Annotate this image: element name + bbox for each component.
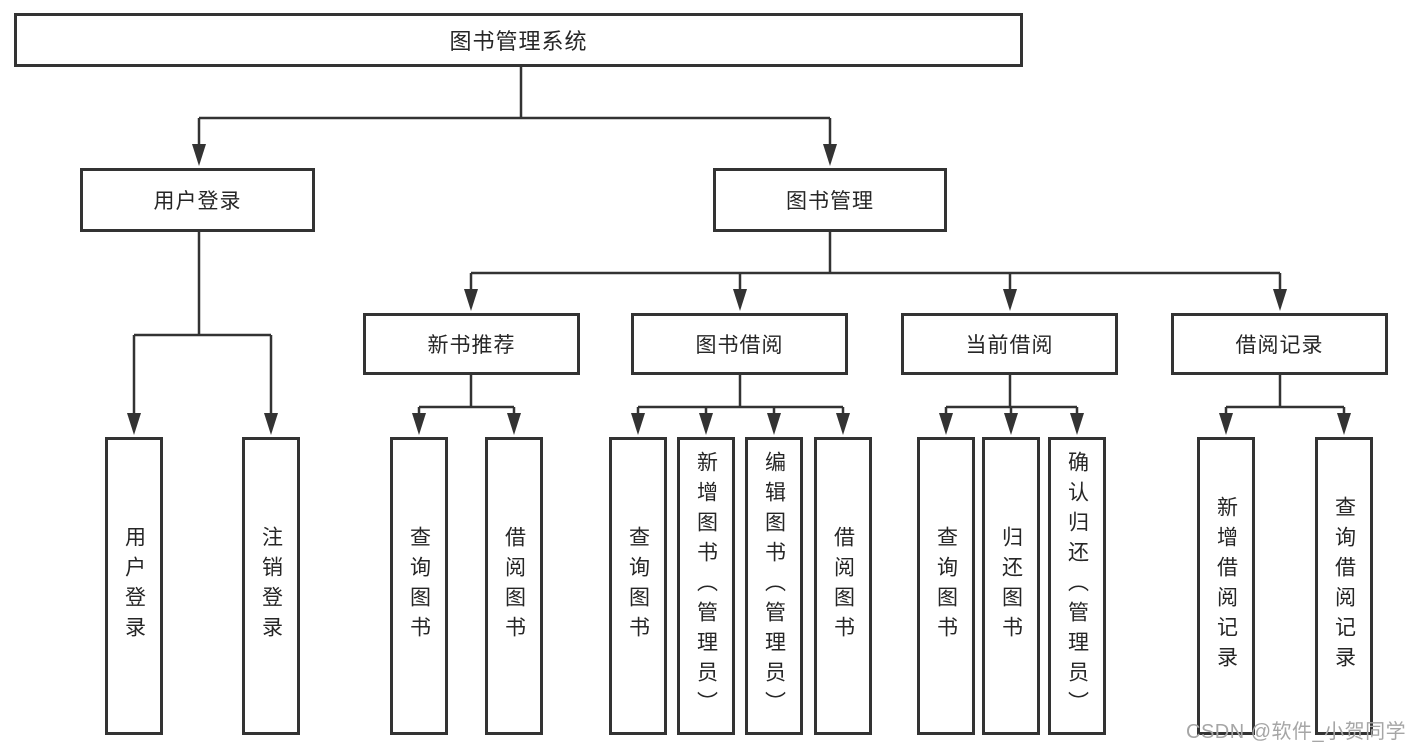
arrow-down-icon	[733, 289, 747, 311]
leaf-query-books-borrow: 查询图书	[609, 437, 667, 735]
leaf-label: 编辑图书（管理员）	[762, 451, 786, 721]
leaf-label: 归还图书	[999, 526, 1023, 646]
leaf-label: 用户登录	[122, 526, 146, 646]
leaf-user-login: 用户登录	[105, 437, 163, 735]
leaf-edit-books-admin: 编辑图书（管理员）	[745, 437, 803, 735]
arrow-down-icon	[1003, 289, 1017, 311]
arrow-down-icon	[823, 144, 837, 166]
leaf-label: 查询借阅记录	[1332, 496, 1356, 676]
leaf-label: 查询图书	[407, 526, 431, 646]
arrow-down-icon	[939, 413, 953, 435]
arrow-down-icon	[412, 413, 426, 435]
node-label: 新书推荐	[427, 334, 516, 357]
node-library-management-system: 图书管理系统	[14, 13, 1023, 67]
node-book-management: 图书管理	[713, 168, 947, 232]
node-book-borrow: 图书借阅	[631, 313, 848, 375]
arrow-down-icon	[507, 413, 521, 435]
leaf-return-books: 归还图书	[982, 437, 1040, 735]
arrow-down-icon	[1070, 413, 1084, 435]
leaf-confirm-return-admin: 确认归还（管理员）	[1048, 437, 1106, 735]
leaf-label: 新增借阅记录	[1214, 496, 1238, 676]
leaf-add-books-admin: 新增图书（管理员）	[677, 437, 735, 735]
node-new-book-recommend: 新书推荐	[363, 313, 580, 375]
node-borrow-records: 借阅记录	[1171, 313, 1388, 375]
leaf-label: 借阅图书	[502, 526, 526, 646]
arrow-down-icon	[767, 413, 781, 435]
node-user-login: 用户登录	[80, 168, 315, 232]
arrow-down-icon	[127, 413, 141, 435]
node-label: 图书借阅	[695, 334, 784, 357]
node-label: 当前借阅	[965, 334, 1054, 357]
leaf-label: 注销登录	[259, 526, 283, 646]
leaf-borrow-books: 借阅图书	[814, 437, 872, 735]
leaf-add-borrow-record: 新增借阅记录	[1197, 437, 1255, 735]
leaf-query-books-current: 查询图书	[917, 437, 975, 735]
arrow-down-icon	[699, 413, 713, 435]
leaf-label: 借阅图书	[831, 526, 855, 646]
arrow-down-icon	[836, 413, 850, 435]
leaf-query-books-newbook: 查询图书	[390, 437, 448, 735]
arrow-down-icon	[631, 413, 645, 435]
arrow-down-icon	[264, 413, 278, 435]
arrow-down-icon	[1337, 413, 1351, 435]
leaf-label: 确认归还（管理员）	[1065, 451, 1089, 721]
arrow-down-icon	[464, 289, 478, 311]
leaf-query-borrow-record: 查询借阅记录	[1315, 437, 1373, 735]
arrow-down-icon	[1219, 413, 1233, 435]
leaf-borrow-books-newbook: 借阅图书	[485, 437, 543, 735]
node-label: 借阅记录	[1235, 334, 1324, 357]
node-label: 用户登录	[153, 190, 242, 213]
node-label: 图书管理	[786, 190, 874, 213]
leaf-label: 新增图书（管理员）	[694, 451, 718, 721]
leaf-label: 查询图书	[934, 526, 958, 646]
arrow-down-icon	[1004, 413, 1018, 435]
leaf-label: 查询图书	[626, 526, 650, 646]
node-label: 图书管理系统	[449, 29, 588, 54]
csdn-watermark: CSDN @软件_小贺同学	[1186, 721, 1405, 743]
arrow-down-icon	[1273, 289, 1287, 311]
leaf-logout: 注销登录	[242, 437, 300, 735]
node-current-borrow: 当前借阅	[901, 313, 1118, 375]
arrow-down-icon	[192, 144, 206, 166]
